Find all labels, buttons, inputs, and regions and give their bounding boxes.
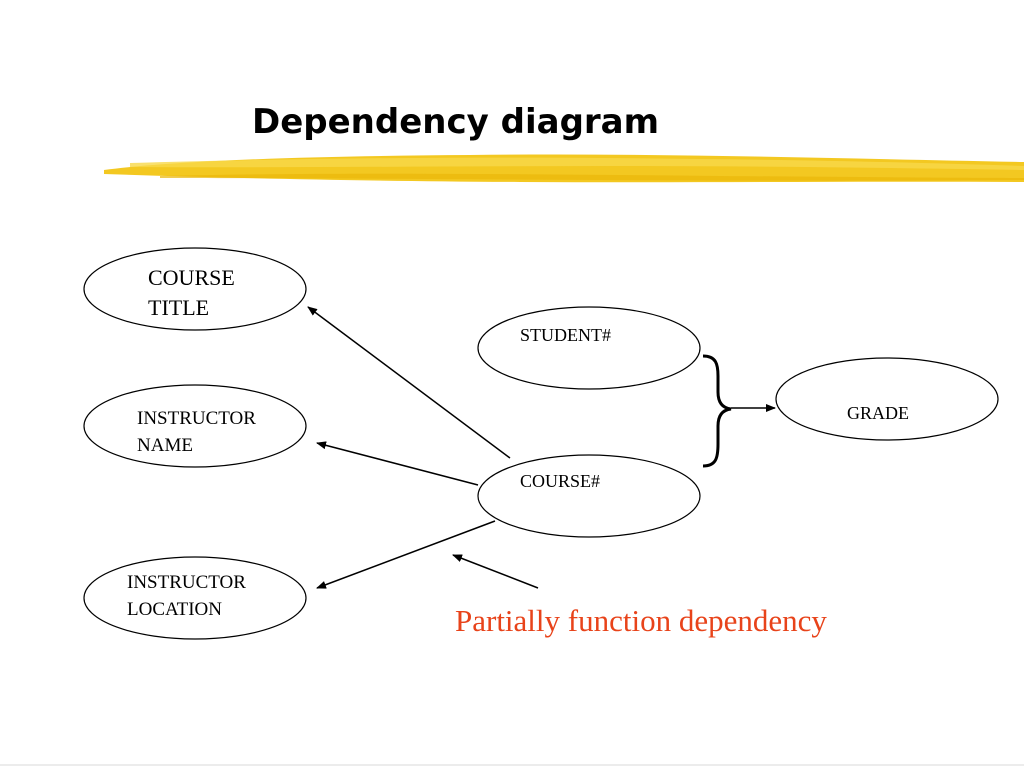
course-title-label: COURSE TITLE	[148, 263, 235, 323]
instructor-name-node	[83, 384, 307, 468]
arrow-to-instructor-name	[316, 441, 479, 486]
instructor-location-line-1: INSTRUCTOR	[127, 572, 246, 593]
instructor-name-label: INSTRUCTOR NAME	[137, 405, 256, 459]
instructor-name-line-1: INSTRUCTOR	[137, 408, 256, 429]
grade-text: GRADE	[847, 403, 909, 423]
course-no-text: COURSE#	[520, 471, 601, 491]
instructor-name-line-2: NAME	[137, 435, 193, 456]
course-title-line-2: TITLE	[148, 295, 210, 320]
grade-label: GRADE	[847, 400, 909, 426]
course-title-line-1: COURSE	[148, 265, 235, 290]
course-title-node	[83, 247, 307, 331]
composite-key-brace	[702, 354, 732, 468]
instructor-location-line-2: LOCATION	[127, 599, 222, 620]
partial-dependency-caption: Partially function dependency	[455, 603, 827, 638]
student-no-node	[477, 306, 701, 390]
student-no-label: STUDENT#	[520, 322, 611, 348]
page-title: Dependency diagram	[252, 102, 660, 142]
caption-pointer-arrow	[452, 554, 539, 589]
bottom-divider	[0, 764, 1024, 766]
course-no-node	[477, 454, 701, 538]
instructor-location-node	[83, 556, 307, 640]
arrow-to-instructor-location	[316, 520, 496, 589]
instructor-location-label: INSTRUCTOR LOCATION	[127, 569, 246, 623]
grade-node	[775, 357, 999, 441]
course-no-label: COURSE#	[520, 468, 600, 494]
student-no-text: STUDENT#	[520, 325, 611, 345]
arrow-to-course-title	[307, 306, 511, 459]
